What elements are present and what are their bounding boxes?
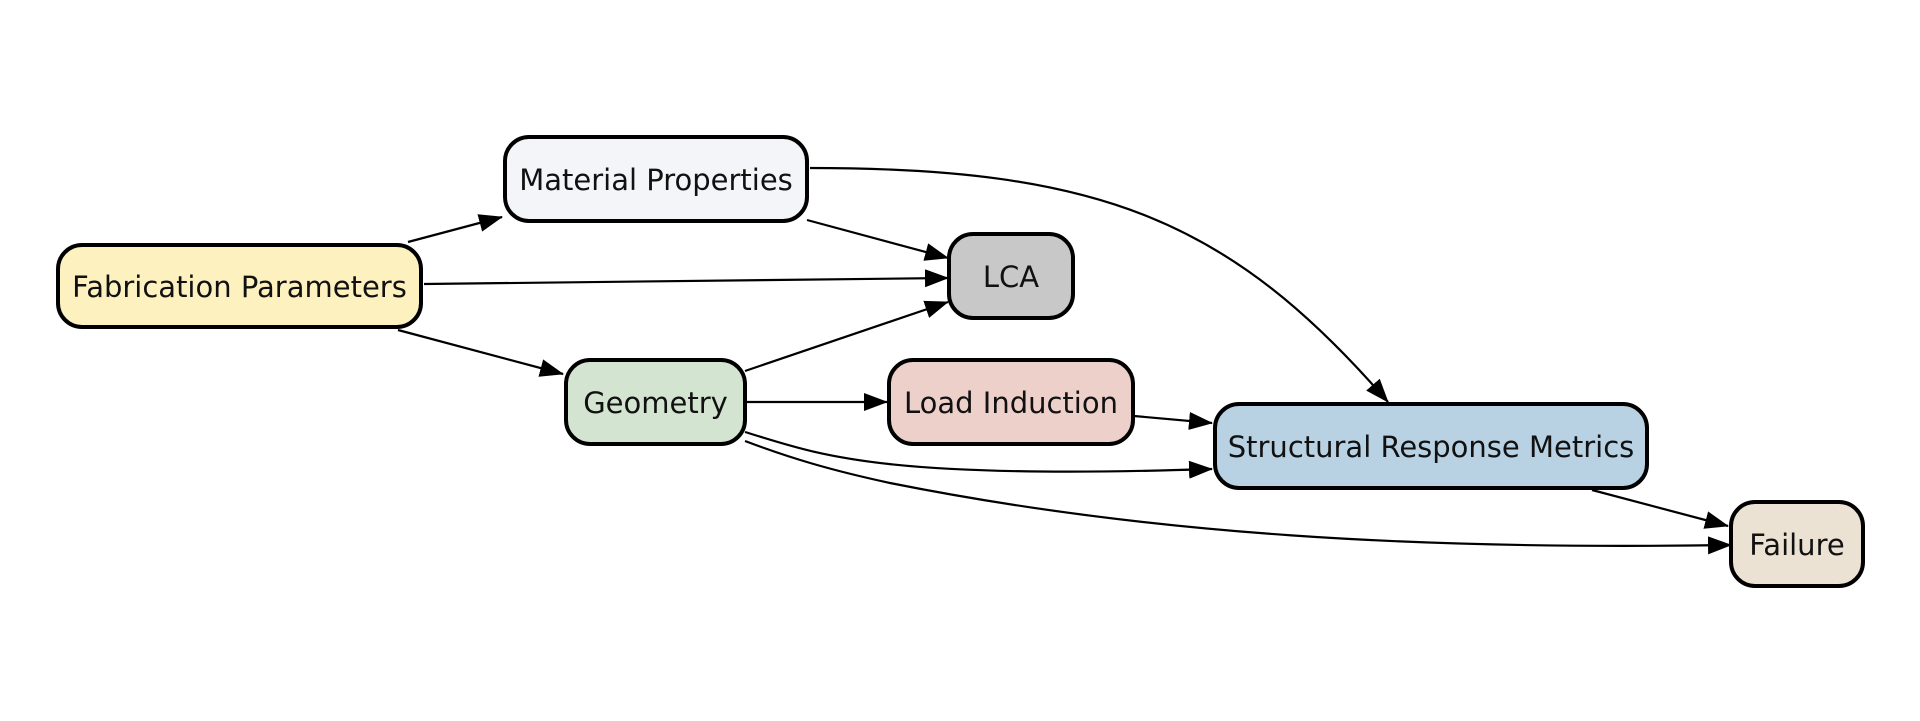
node-material-properties: Material Properties xyxy=(503,135,809,223)
node-load-induction: Load Induction xyxy=(887,358,1135,446)
node-box-load xyxy=(887,358,1135,446)
edge-geometry-to-lca xyxy=(744,300,949,373)
edge-geometry-to-structural xyxy=(744,430,1213,479)
node-label-failure: Failure xyxy=(1749,528,1844,562)
node-box-fabrication xyxy=(56,243,423,329)
node-box-material xyxy=(503,135,809,223)
edge-fabrication-to-geometry xyxy=(397,328,564,377)
node-label-geometry: Geometry xyxy=(583,386,728,420)
edge-load-to-structural xyxy=(1133,411,1213,430)
node-label-material: Material Properties xyxy=(519,163,793,197)
node-box-geometry xyxy=(564,358,747,446)
edge-fabrication-to-lca xyxy=(423,269,949,288)
node-box-lca xyxy=(947,232,1075,320)
node-geometry: Geometry xyxy=(564,358,747,446)
edge-fabrication-to-material xyxy=(407,214,503,244)
node-label-structural: Structural Response Metrics xyxy=(1228,430,1635,464)
node-box-structural xyxy=(1213,402,1649,490)
edge-structural-to-failure xyxy=(1591,488,1729,529)
node-structural-response-metrics: Structural Response Metrics xyxy=(1213,402,1649,490)
node-fabrication-parameters: Fabrication Parameters xyxy=(56,243,423,329)
node-label-fabrication: Fabrication Parameters xyxy=(72,270,407,304)
node-lca: LCA xyxy=(947,232,1075,320)
edge-material-to-lca xyxy=(806,218,949,261)
node-label-load: Load Induction xyxy=(904,386,1118,420)
node-failure: Failure xyxy=(1729,500,1865,588)
edge-material-to-structural xyxy=(809,166,1389,403)
edges xyxy=(397,166,1732,555)
node-label-lca: LCA xyxy=(983,260,1039,294)
edge-geometry-to-failure xyxy=(744,439,1732,555)
node-box-failure xyxy=(1729,500,1865,588)
